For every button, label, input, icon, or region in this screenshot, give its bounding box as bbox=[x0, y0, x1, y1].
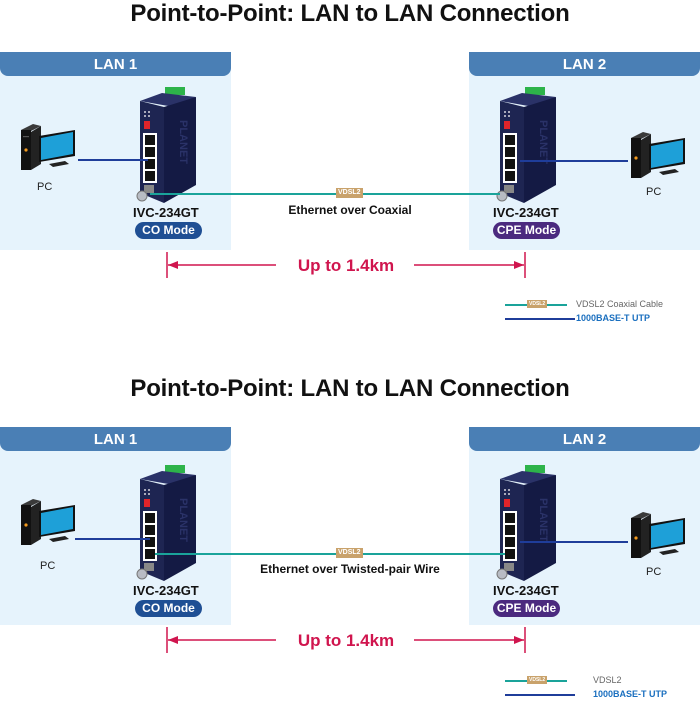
device-model-label: IVC-234GT bbox=[133, 583, 199, 598]
svg-text:PLANET: PLANET bbox=[537, 498, 549, 542]
co-mode-badge: CO Mode bbox=[135, 600, 202, 617]
distance-indicator: Up to 1.4km bbox=[166, 252, 526, 278]
utp-cable bbox=[520, 541, 628, 543]
vdsl2-coaxial-cable bbox=[150, 193, 500, 195]
link-caption: Ethernet over Coaxial bbox=[288, 203, 412, 217]
svg-text:PLANET: PLANET bbox=[177, 498, 189, 542]
pc-icon bbox=[631, 512, 685, 558]
svg-text:PLANET: PLANET bbox=[537, 120, 549, 164]
device-model-label: IVC-234GT bbox=[133, 205, 199, 220]
distance-arrow-icon bbox=[166, 252, 526, 278]
pc-icon bbox=[21, 124, 75, 170]
device-model-label: IVC-234GT bbox=[493, 583, 559, 598]
pc-icon bbox=[631, 132, 685, 178]
distance-indicator: Up to 1.4km bbox=[166, 627, 526, 653]
lan1-header: LAN 1 bbox=[0, 427, 231, 451]
legend-label: 1000BASE-T UTP bbox=[593, 689, 668, 699]
pc-icon bbox=[21, 499, 75, 545]
distance-label: Up to 1.4km bbox=[297, 256, 395, 275]
utp-cable-line-icon bbox=[505, 694, 575, 696]
legend: VDSL2 VDSL2 1000BASE-T UTP bbox=[500, 672, 700, 702]
pc-label: PC bbox=[37, 181, 53, 193]
legend-vdsl2-tag: VDSL2 bbox=[527, 300, 548, 308]
utp-cable bbox=[75, 538, 150, 540]
cpe-mode-badge: CPE Mode bbox=[493, 222, 560, 239]
diagram-title: Point-to-Point: LAN to LAN Connection bbox=[130, 375, 570, 402]
legend-vdsl2-tag: VDSL2 bbox=[527, 676, 548, 684]
legend-label: VDSL2 bbox=[593, 675, 622, 685]
utp-cable bbox=[520, 160, 628, 162]
co-mode-badge: CO Mode bbox=[135, 222, 202, 239]
ivc-234gt-device-icon: PLANET bbox=[136, 87, 196, 203]
vdsl2-twisted-pair-cable bbox=[155, 553, 505, 555]
diagram-twisted-pair: Point-to-Point: LAN to LAN Connection LA… bbox=[0, 375, 700, 715]
ivc-234gt-device-icon: PLANET bbox=[136, 465, 196, 581]
svg-text:PLANET: PLANET bbox=[177, 120, 189, 164]
ivc-234gt-device-icon: PLANET bbox=[496, 87, 556, 203]
lan2-header: LAN 2 bbox=[469, 52, 700, 76]
distance-arrow-icon bbox=[166, 627, 526, 653]
vdsl2-tag: VDSL2 bbox=[336, 188, 363, 198]
link-caption: Ethernet over Twisted-pair Wire bbox=[260, 562, 440, 576]
lan1-header: LAN 1 bbox=[0, 52, 231, 76]
utp-cable bbox=[78, 159, 148, 161]
pc-label: PC bbox=[646, 566, 662, 578]
legend-label: 1000BASE-T UTP bbox=[576, 313, 651, 323]
vdsl2-tag: VDSL2 bbox=[336, 548, 363, 558]
legend-label: VDSL2 Coaxial Cable bbox=[576, 299, 664, 309]
pc-label: PC bbox=[40, 560, 56, 572]
utp-cable-line-icon bbox=[505, 318, 575, 320]
pc-label: PC bbox=[646, 186, 662, 198]
device-model-label: IVC-234GT bbox=[493, 205, 559, 220]
distance-label: Up to 1.4km bbox=[297, 631, 395, 650]
ivc-234gt-device-icon: PLANET bbox=[496, 465, 556, 581]
cpe-mode-badge: CPE Mode bbox=[493, 600, 560, 617]
diagram-coaxial: Point-to-Point: LAN to LAN Connection LA… bbox=[0, 0, 700, 340]
legend: VDSL2 VDSL2 Coaxial Cable 1000BASE-T UTP bbox=[500, 297, 700, 327]
diagram-title: Point-to-Point: LAN to LAN Connection bbox=[130, 0, 570, 27]
lan2-header: LAN 2 bbox=[469, 427, 700, 451]
